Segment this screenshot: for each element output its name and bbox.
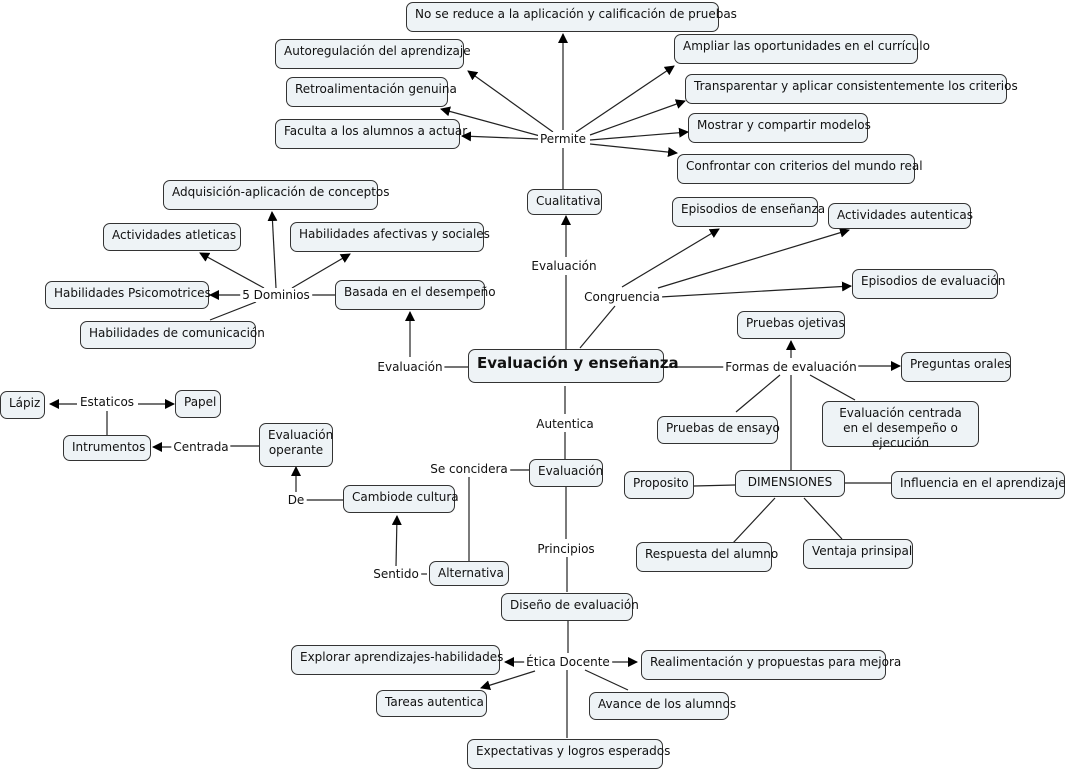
node-adquisicion[interactable]: Adquisición-aplicación de conceptos: [163, 180, 390, 210]
node-confrontar[interactable]: Confrontar con criterios del mundo real: [677, 154, 923, 184]
node-no-reduce[interactable]: No se reduce a la aplicación y calificac…: [406, 2, 737, 32]
node-pruebas-ensayo[interactable]: Pruebas de ensayo: [657, 416, 780, 444]
link-etica-avance: [584, 669, 629, 691]
node-evaluacion-autentica[interactable]: Evaluación: [529, 459, 603, 487]
link-permite-faculta: [461, 131, 539, 142]
link-congruencia-evaluacion: [659, 281, 852, 298]
link-permite-mostrar: [589, 127, 689, 141]
link-dimensiones-ventaja: [803, 497, 843, 540]
link-congruencia-autenticas: [657, 227, 850, 289]
node-diseno[interactable]: Diseño de evaluación: [501, 593, 639, 621]
link-label-sentido: Sentido: [371, 567, 421, 581]
link-dominios-comunicacion: [209, 301, 257, 321]
node-instrumentos[interactable]: Intrumentos: [63, 435, 151, 461]
node-autoregulacion[interactable]: Autoregulación del aprendizaje: [275, 39, 471, 69]
link-label-principios: Principios: [535, 542, 597, 556]
node-ventaja[interactable]: Ventaja prinsipal: [803, 539, 913, 569]
link-label-autentica: Autentica: [534, 417, 596, 431]
link-congruencia-ensenanza: [621, 228, 720, 288]
link-dimensiones-proposito: [693, 484, 736, 487]
link-permite-retroalimentacion: [440, 106, 541, 137]
node-influencia[interactable]: Influencia en el aprendizaje: [891, 471, 1066, 499]
node-episodios-evaluacion[interactable]: Episodios de evaluación: [852, 269, 1005, 299]
node-tareas[interactable]: Tareas autentica: [376, 690, 487, 717]
link-permite-confrontar: [589, 143, 678, 158]
node-pruebas-objetivas[interactable]: Pruebas ojetivas: [737, 311, 845, 339]
node-lapiz[interactable]: Lápiz: [0, 391, 45, 419]
link-dominios-afectivas: [291, 253, 351, 289]
node-habilidades-afectivas[interactable]: Habilidades afectivas y sociales: [290, 222, 490, 252]
link-dimensiones-respuesta: [732, 497, 776, 544]
link-label-evaluacion-left: Evaluación: [375, 360, 445, 374]
node-respuesta-alumno[interactable]: Respuesta del alumno: [636, 542, 778, 572]
node-ampliar[interactable]: Ampliar las oportunidades en el currícul…: [674, 34, 930, 64]
link-label-permite: Permite: [537, 132, 589, 146]
node-papel[interactable]: Papel: [175, 390, 221, 418]
node-retroalimentacion[interactable]: Retroalimentación genuina: [286, 77, 457, 107]
link-etica-tareas: [480, 670, 536, 691]
node-habilidades-psicomotrices[interactable]: Habilidades Psicomotrices: [45, 281, 211, 309]
node-basada-desempeno[interactable]: Basada en el desempeño: [335, 280, 496, 310]
node-realimentacion[interactable]: Realimentación y propuestas para mejora: [641, 650, 901, 680]
node-cualitativa[interactable]: Cualitativa: [527, 189, 602, 215]
link-label-centrada: Centrada: [171, 440, 231, 454]
node-evaluacion-centrada[interactable]: Evaluación centrada en el desempeño o ej…: [822, 401, 979, 450]
link-dominios-adquisicion: [267, 211, 278, 289]
node-evaluacion-operante[interactable]: Evaluación operante: [259, 423, 333, 467]
node-episodios-ensenanza[interactable]: Episodios de enseñanza: [672, 197, 825, 227]
link-label-estaticos: Estaticos: [77, 395, 137, 409]
node-explorar[interactable]: Explorar aprendizajes-habilidades: [291, 645, 503, 675]
node-actividades-autenticas[interactable]: Actividades autenticas: [828, 203, 973, 229]
link-label-formas: Formas de evaluación: [723, 360, 859, 374]
link-permite-ampliar: [575, 65, 675, 133]
link-label-cinco-dominios: 5 Dominios: [240, 288, 312, 302]
node-main-evaluacion-ensenanza[interactable]: Evaluación y enseñanza: [468, 349, 679, 383]
node-proposito[interactable]: Proposito: [624, 471, 694, 499]
node-avance[interactable]: Avance de los alumnos: [589, 692, 736, 720]
link-label-de: De: [285, 493, 307, 507]
node-actividades-atleticas[interactable]: Actividades atleticas: [103, 223, 241, 251]
link-label-congruencia: Congruencia: [582, 290, 662, 304]
node-cambio-cultura[interactable]: Cambiode cultura: [343, 485, 459, 513]
link-dominios-atleticas: [199, 252, 265, 289]
node-alternativa[interactable]: Alternativa: [429, 561, 509, 586]
node-mostrar[interactable]: Mostrar y compartir modelos: [688, 113, 871, 143]
link-formas-centrada: [809, 374, 856, 401]
link-permite-autoregulacion: [467, 70, 554, 133]
link-sentido-cambio: [391, 515, 402, 567]
node-faculta[interactable]: Faculta a los alumnos a actuar: [275, 119, 467, 149]
node-expectativas[interactable]: Expectativas y logros esperados: [467, 739, 670, 769]
link-label-se-concidera: Se concidera: [428, 462, 510, 476]
link-label-evaluacion-up: Evaluación: [529, 259, 599, 273]
node-habilidades-comunicacion[interactable]: Habilidades de comunicación: [80, 321, 265, 349]
link-permite-transparentar: [589, 99, 686, 136]
link-formas-ensayo: [735, 374, 781, 413]
link-label-etica: Ética Docente: [524, 655, 612, 669]
node-transparentar[interactable]: Transparentar y aplicar consistentemente…: [685, 74, 1018, 104]
node-preguntas-orales[interactable]: Preguntas orales: [901, 352, 1011, 382]
link-main-congruencia: [579, 305, 616, 349]
node-dimensiones[interactable]: DIMENSIONES: [735, 470, 845, 497]
